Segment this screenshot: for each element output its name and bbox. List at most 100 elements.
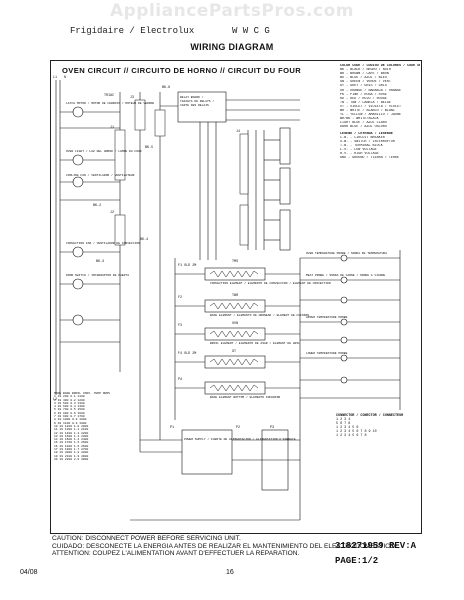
table-cell: 900	[63, 415, 69, 419]
table-cell: 1.9	[73, 454, 80, 458]
component-label-bake: BAKE ELEMENT / ELEMENTO DE HORNEAR / ELE…	[210, 313, 309, 317]
bk2-label: BK-2	[93, 204, 101, 208]
legend-item: WH/BK - WHITE/BLACK	[340, 117, 379, 122]
table-cell: 1100	[63, 421, 71, 425]
table-row: 3 19 500 0.3 1300	[54, 402, 132, 405]
table-row: 1 19 200 0.1 1100	[54, 395, 132, 398]
table-cell: 2300	[81, 434, 89, 438]
table-cell: 1.6	[73, 444, 80, 448]
resistance-table: MODE BAKE BROIL CONV. TEMP OHMS 1 19 200…	[54, 392, 132, 461]
table-cell: 2400	[81, 438, 89, 442]
color-code-legend: COLOR CODE / CODIGO DE COLORES / CODE DE…	[340, 64, 420, 160]
table-cell: 3	[54, 401, 56, 405]
legend-note: S.W. - SWITCH / INTERRUPTOR	[340, 139, 395, 144]
table-row: 13 19 1500 1.3 2300	[54, 435, 132, 438]
footer-page-number: 16	[226, 569, 234, 576]
table-cell: 1000	[63, 418, 71, 422]
l2-label: L2	[53, 398, 57, 402]
table-row: 2 19 400 0.2 1200	[54, 399, 132, 402]
caution-en: CAUTION: DISCONNECT POWER BEFORE SERVICI…	[52, 535, 241, 542]
table-cell: 1.7	[73, 448, 80, 452]
table-row: 20 19 2200 2.0 3000	[54, 458, 132, 461]
table-cell: 1300	[77, 401, 85, 405]
legend-item: OR - ORANGE / NARANJA / ORANGE	[340, 88, 402, 93]
table-cell: 1800	[64, 444, 73, 448]
table-cell: 2100	[81, 428, 89, 432]
table-cell: 13	[54, 434, 58, 438]
legend-note: H.V. - HIGH VOLTAGE	[340, 151, 379, 156]
table-cell: 19	[57, 415, 62, 419]
table-cell: 1700	[77, 415, 85, 419]
table-cell: 8	[54, 418, 56, 422]
table-cell: 1800	[79, 418, 87, 422]
table-row: 5 19 700 0.5 1500	[54, 408, 132, 411]
table-cell: 3000	[81, 457, 89, 461]
table-cell: 6	[54, 411, 56, 415]
component-label-latch-motor: LATCH MOTOR / MOTOR DE CERROJO / MOTEUR …	[66, 101, 154, 105]
connector-title: CONNECTOR / CONECTOR / CONNECTEUR	[336, 414, 404, 418]
table-cell: 19	[54, 454, 58, 458]
footer-date: 04/08	[20, 569, 38, 576]
twr-label: TWR	[232, 294, 238, 298]
legend-note: C.B. - CIRCUIT BREAKER	[340, 135, 385, 140]
table-cell: 18	[54, 451, 58, 455]
table-cell: 19	[59, 438, 64, 442]
table-cell: 5	[54, 408, 56, 412]
table-cell: 2700	[81, 448, 89, 452]
caution-fr: ATTENTION: COUPEZ L'ALIMENTATION AVANT D…	[52, 550, 300, 558]
connector-legend: CONNECTOR / CONECTOR / CONNECTEUR 1 2 3 …	[336, 414, 418, 524]
model-header: W W C G	[232, 26, 270, 36]
n-label: N	[64, 76, 66, 80]
table-cell: 19	[57, 411, 62, 415]
table-cell: 19	[57, 421, 62, 425]
bk5-label: BK-5	[145, 146, 153, 150]
table-cell: 1	[54, 395, 56, 399]
table-row: 17 19 1900 1.7 2700	[54, 448, 132, 451]
table-cell: 19	[59, 454, 64, 458]
watermark: AppliancePartsPros.com	[109, 1, 354, 21]
component-label-bake-bottom: BAKE ELEMENT BOTTOM / ELEMENTO INFERIOR	[210, 395, 280, 399]
legend-item: PK - PINK / ROSA / ROSE	[340, 92, 387, 97]
bk3-label: BK-3	[96, 260, 104, 264]
relay-board-line3: CARTE DES RELAIS	[180, 104, 209, 107]
table-cell: 400	[63, 398, 69, 402]
table-cell: 0.9	[72, 421, 78, 425]
component-label-convection-fan: CONVECTION FAN / VENTILADOR DE CONVECCIO…	[66, 241, 140, 245]
table-row: 15 19 1700 1.5 2500	[54, 441, 132, 444]
table-cell: 1.2	[73, 431, 80, 435]
legend-notes-title: LEGEND / LEYENDA / LEGENDE	[340, 131, 393, 136]
page-title: WIRING DIAGRAM	[190, 42, 274, 52]
table-cell: 1900	[79, 421, 87, 425]
table-cell: 2500	[81, 441, 89, 445]
legend-item: GN - GREEN / VERDE / VERT	[340, 80, 391, 85]
p4-label: P4	[178, 378, 182, 382]
legend-item: YL - YELLOW / AMARILLO / JAUNE	[340, 113, 402, 118]
table-cell: 500	[63, 401, 69, 405]
legend-note: T.B. - TERMINAL BLOCK	[340, 143, 383, 148]
table-cell: 19	[59, 444, 64, 448]
table-cell: 19	[59, 457, 64, 461]
table-cell: 1200	[77, 398, 85, 402]
table-cell: 11	[54, 428, 58, 432]
table-cell: 1500	[77, 408, 85, 412]
f1-label: F1 OLD 2M	[178, 264, 196, 268]
tms-label: TMS	[232, 260, 238, 264]
table-cell: 2000	[64, 451, 73, 455]
table-cell: 0.2	[70, 398, 76, 402]
component-label-lower-probe: LOWER TEMPERATURE PROBE	[306, 352, 348, 355]
table-cell: 19	[57, 395, 62, 399]
table-cell: 2200	[64, 457, 73, 461]
table-cell: 19	[59, 441, 64, 445]
table-row: 18 19 2000 1.8 2800	[54, 451, 132, 454]
legend-note: L.V. - LOW VOLTAGE	[340, 147, 377, 152]
component-label-oven-probe: OVEN TEMPERATURE PROBE / SONDA DE TEMPER…	[306, 251, 387, 255]
table-cell: 1300	[64, 428, 73, 432]
j2-label: J2	[110, 211, 114, 215]
table-cell: 19	[59, 424, 64, 428]
j1-label: J1	[110, 126, 114, 130]
table-cell: 1700	[64, 441, 73, 445]
table-cell: 12	[54, 431, 58, 435]
table-cell: 19	[57, 401, 62, 405]
part-number: 318271959 REV:A	[335, 541, 417, 551]
table-row: 8 19 1000 0.8 1800	[54, 418, 132, 421]
